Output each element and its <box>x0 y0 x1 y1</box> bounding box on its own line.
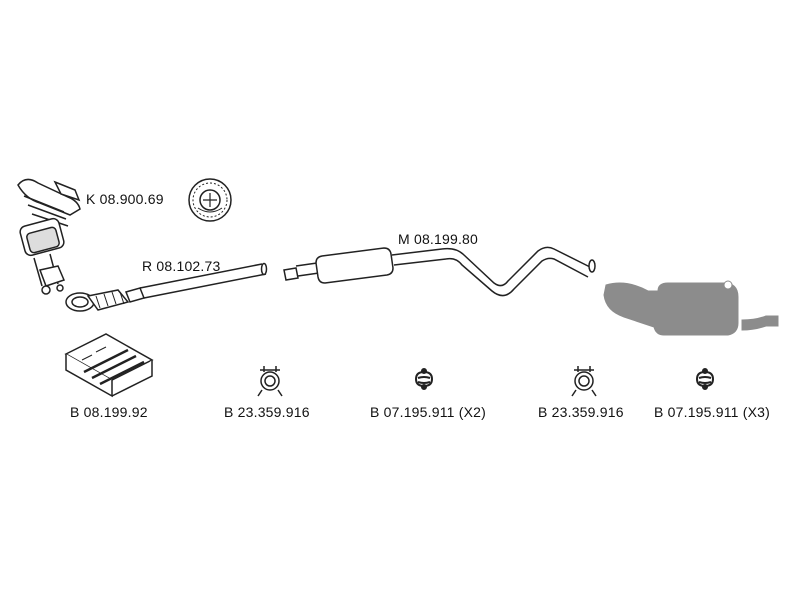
clamp-icon <box>571 366 597 397</box>
part-label-middle-silencer: M 08.199.80 <box>398 231 479 247</box>
hardware-label-clamp-2: B 23.359.916 <box>538 404 624 420</box>
middle-silencer-pipe-icon <box>283 246 596 297</box>
exhaust-manifold-catalyst-icon <box>17 178 81 295</box>
hardware-label-mounting-kit: B 08.199.92 <box>70 404 148 420</box>
certification-seal-icon <box>188 178 232 222</box>
front-pipe-icon <box>65 262 268 312</box>
part-label-front-pipe: R 08.102.73 <box>142 258 221 274</box>
rear-silencer-icon <box>603 280 779 336</box>
hardware-label-clamp-1: B 23.359.916 <box>224 404 310 420</box>
rubber-ring-icon <box>414 368 434 390</box>
part-label-manifold: K 08.900.69 <box>86 191 164 207</box>
hardware-label-rubber-ring-2: B 07.195.911 (X3) <box>654 404 770 420</box>
hardware-label-rubber-ring-1: B 07.195.911 (X2) <box>370 404 486 420</box>
rubber-ring-icon <box>695 368 715 390</box>
mounting-kit-box-icon <box>64 333 154 398</box>
clamp-icon <box>257 366 283 397</box>
